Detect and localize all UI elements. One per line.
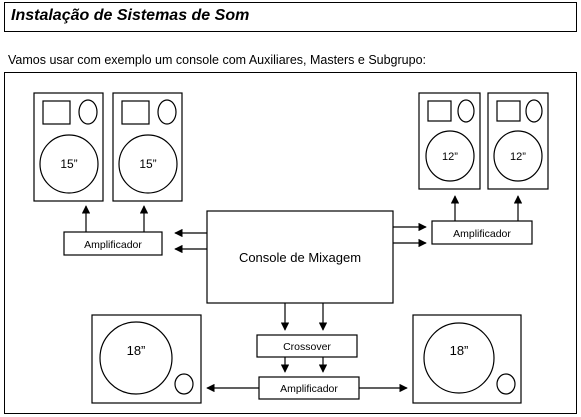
speaker-15-left-2 — [112, 92, 183, 202]
crossover-label: Crossover — [283, 341, 331, 353]
amplifier-right-label: Amplificador — [453, 228, 511, 240]
amplifier-right-box — [431, 220, 533, 245]
amplifier-left-box — [63, 231, 163, 256]
speaker-12-right-2-label: 12” — [510, 151, 526, 163]
speaker-12-right-2 — [487, 92, 549, 190]
speaker-15-left-1-label: 15” — [60, 157, 77, 171]
crossover-box — [256, 334, 358, 358]
speaker-12-right-1 — [418, 92, 481, 190]
subwoofer-18-left-label: 18” — [127, 343, 146, 358]
amplifier-bottom-label: Amplificador — [280, 383, 338, 395]
diagram-frame — [4, 72, 577, 414]
page-title: Instalação de Sistemas de Som — [11, 7, 250, 24]
amplifier-left-label: Amplificador — [84, 239, 142, 251]
subwoofer-18-left — [91, 314, 202, 404]
intro-text: Vamos usar com exemplo um console com Au… — [8, 53, 427, 67]
subwoofer-18-right — [412, 314, 522, 404]
speaker-12-right-1-label: 12” — [442, 151, 458, 163]
mixing-console-label: Console de Mixagem — [239, 250, 361, 265]
subwoofer-18-right-label: 18” — [450, 343, 469, 358]
title-bar: Instalação de Sistemas de Som — [4, 2, 577, 32]
speaker-15-left-2-label: 15” — [139, 157, 156, 171]
mixing-console-box — [206, 210, 394, 304]
speaker-15-left-1 — [33, 92, 104, 202]
